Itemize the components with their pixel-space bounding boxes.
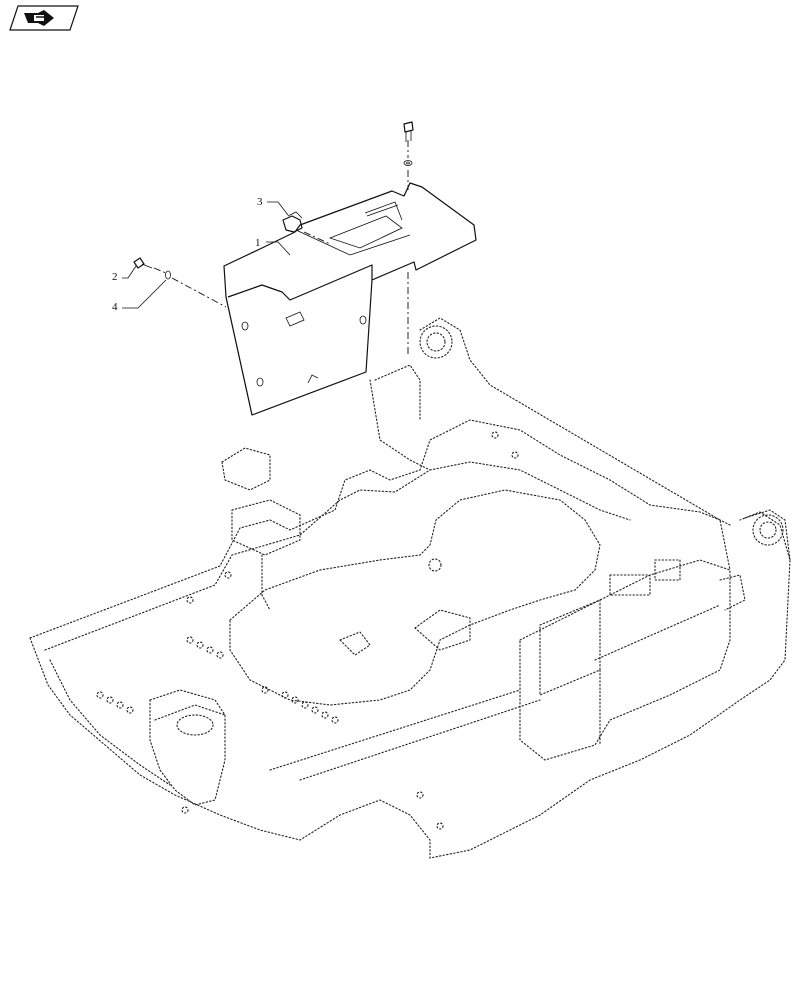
bolt-row-left xyxy=(96,636,224,714)
next-page-arrow-icon xyxy=(24,10,54,26)
svg-text:4: 4 xyxy=(112,301,118,313)
svg-text:2: 2 xyxy=(112,271,118,283)
bolt-left xyxy=(133,257,153,269)
washer-top xyxy=(403,160,413,166)
svg-text:3: 3 xyxy=(257,196,263,208)
callout-1: 1 xyxy=(255,237,291,256)
washer-left xyxy=(165,270,171,280)
cover-plate xyxy=(223,182,477,416)
assembly-line-left-a xyxy=(153,267,167,274)
machine-frame xyxy=(29,317,791,859)
callout-4: 4 xyxy=(112,279,167,313)
next-page-button[interactable] xyxy=(9,5,79,31)
svg-text:1: 1 xyxy=(255,237,261,249)
bolt-row-center xyxy=(281,691,339,724)
callout-2: 2 xyxy=(112,265,137,283)
clip xyxy=(282,211,303,233)
assembly-line-clip xyxy=(303,231,331,245)
bolt-top xyxy=(403,121,414,142)
callout-3: 3 xyxy=(257,196,289,216)
assembly-line-left-b xyxy=(171,277,227,308)
